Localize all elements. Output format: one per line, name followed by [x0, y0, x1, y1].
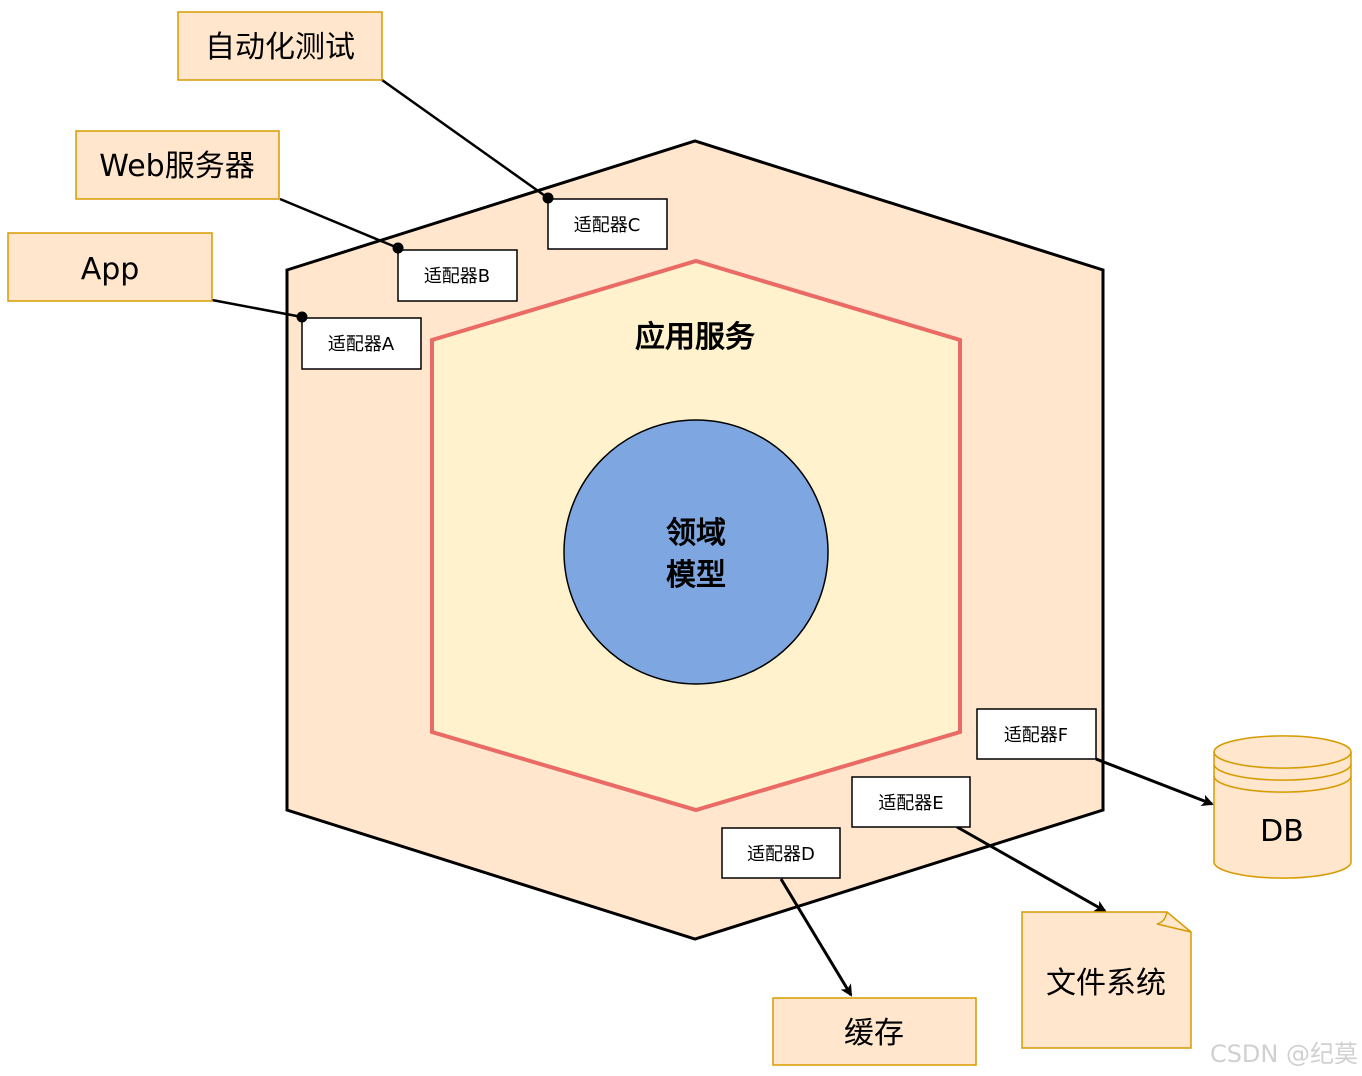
adapter-e-label: 适配器E — [878, 793, 943, 814]
actor-cache: 缓存 — [772, 997, 977, 1066]
actor-db-label: DB — [1260, 814, 1304, 849]
adapter-b-label: 适配器B — [424, 266, 490, 287]
actor-cache-label: 缓存 — [844, 1016, 904, 1051]
domain-model-circle — [563, 419, 829, 685]
watermark: CSDN @纪莫 — [1210, 1040, 1358, 1068]
arrow-adapter-d-to-cache — [779, 878, 853, 997]
connector-app-to-adapter-a — [211, 298, 303, 319]
adapter-f-label: 适配器F — [1004, 725, 1068, 746]
adapter-c-label: 适配器C — [574, 215, 641, 236]
actor-test: 自动化测试 — [177, 11, 383, 81]
actor-fs-label: 文件系统 — [1046, 966, 1166, 1001]
adapter-b: 适配器B — [397, 249, 518, 302]
actor-app: App — [7, 232, 213, 302]
adapter-c: 适配器C — [547, 198, 668, 250]
adapter-e: 适配器E — [851, 776, 971, 828]
application-service-label: 应用服务 — [635, 320, 755, 355]
actor-web: Web服务器 — [75, 130, 280, 200]
adapter-a-label: 适配器A — [328, 334, 395, 355]
connection-dot-b — [392, 242, 404, 254]
actor-app-label: App — [81, 252, 140, 287]
connection-dot-c — [542, 192, 554, 204]
adapter-d-label: 适配器D — [747, 844, 815, 865]
domain-model-label-1: 领域 — [666, 516, 726, 551]
actor-test-label: 自动化测试 — [205, 30, 355, 65]
adapter-f: 适配器F — [976, 708, 1097, 760]
adapter-d: 适配器D — [721, 827, 841, 879]
actor-db-cylinder: DB — [1213, 735, 1352, 879]
connection-dot-a — [296, 311, 308, 323]
connector-test-to-adapter-c — [381, 78, 549, 200]
actor-file-system-document: 文件系统 — [1021, 911, 1192, 1049]
actor-web-label: Web服务器 — [99, 149, 254, 184]
adapter-a: 适配器A — [301, 317, 422, 370]
arrow-adapter-e-to-fs — [956, 825, 1107, 913]
arrow-adapter-f-to-db — [1095, 757, 1214, 806]
connector-web-to-adapter-b — [279, 197, 399, 250]
domain-model-label-2: 模型 — [666, 558, 726, 593]
